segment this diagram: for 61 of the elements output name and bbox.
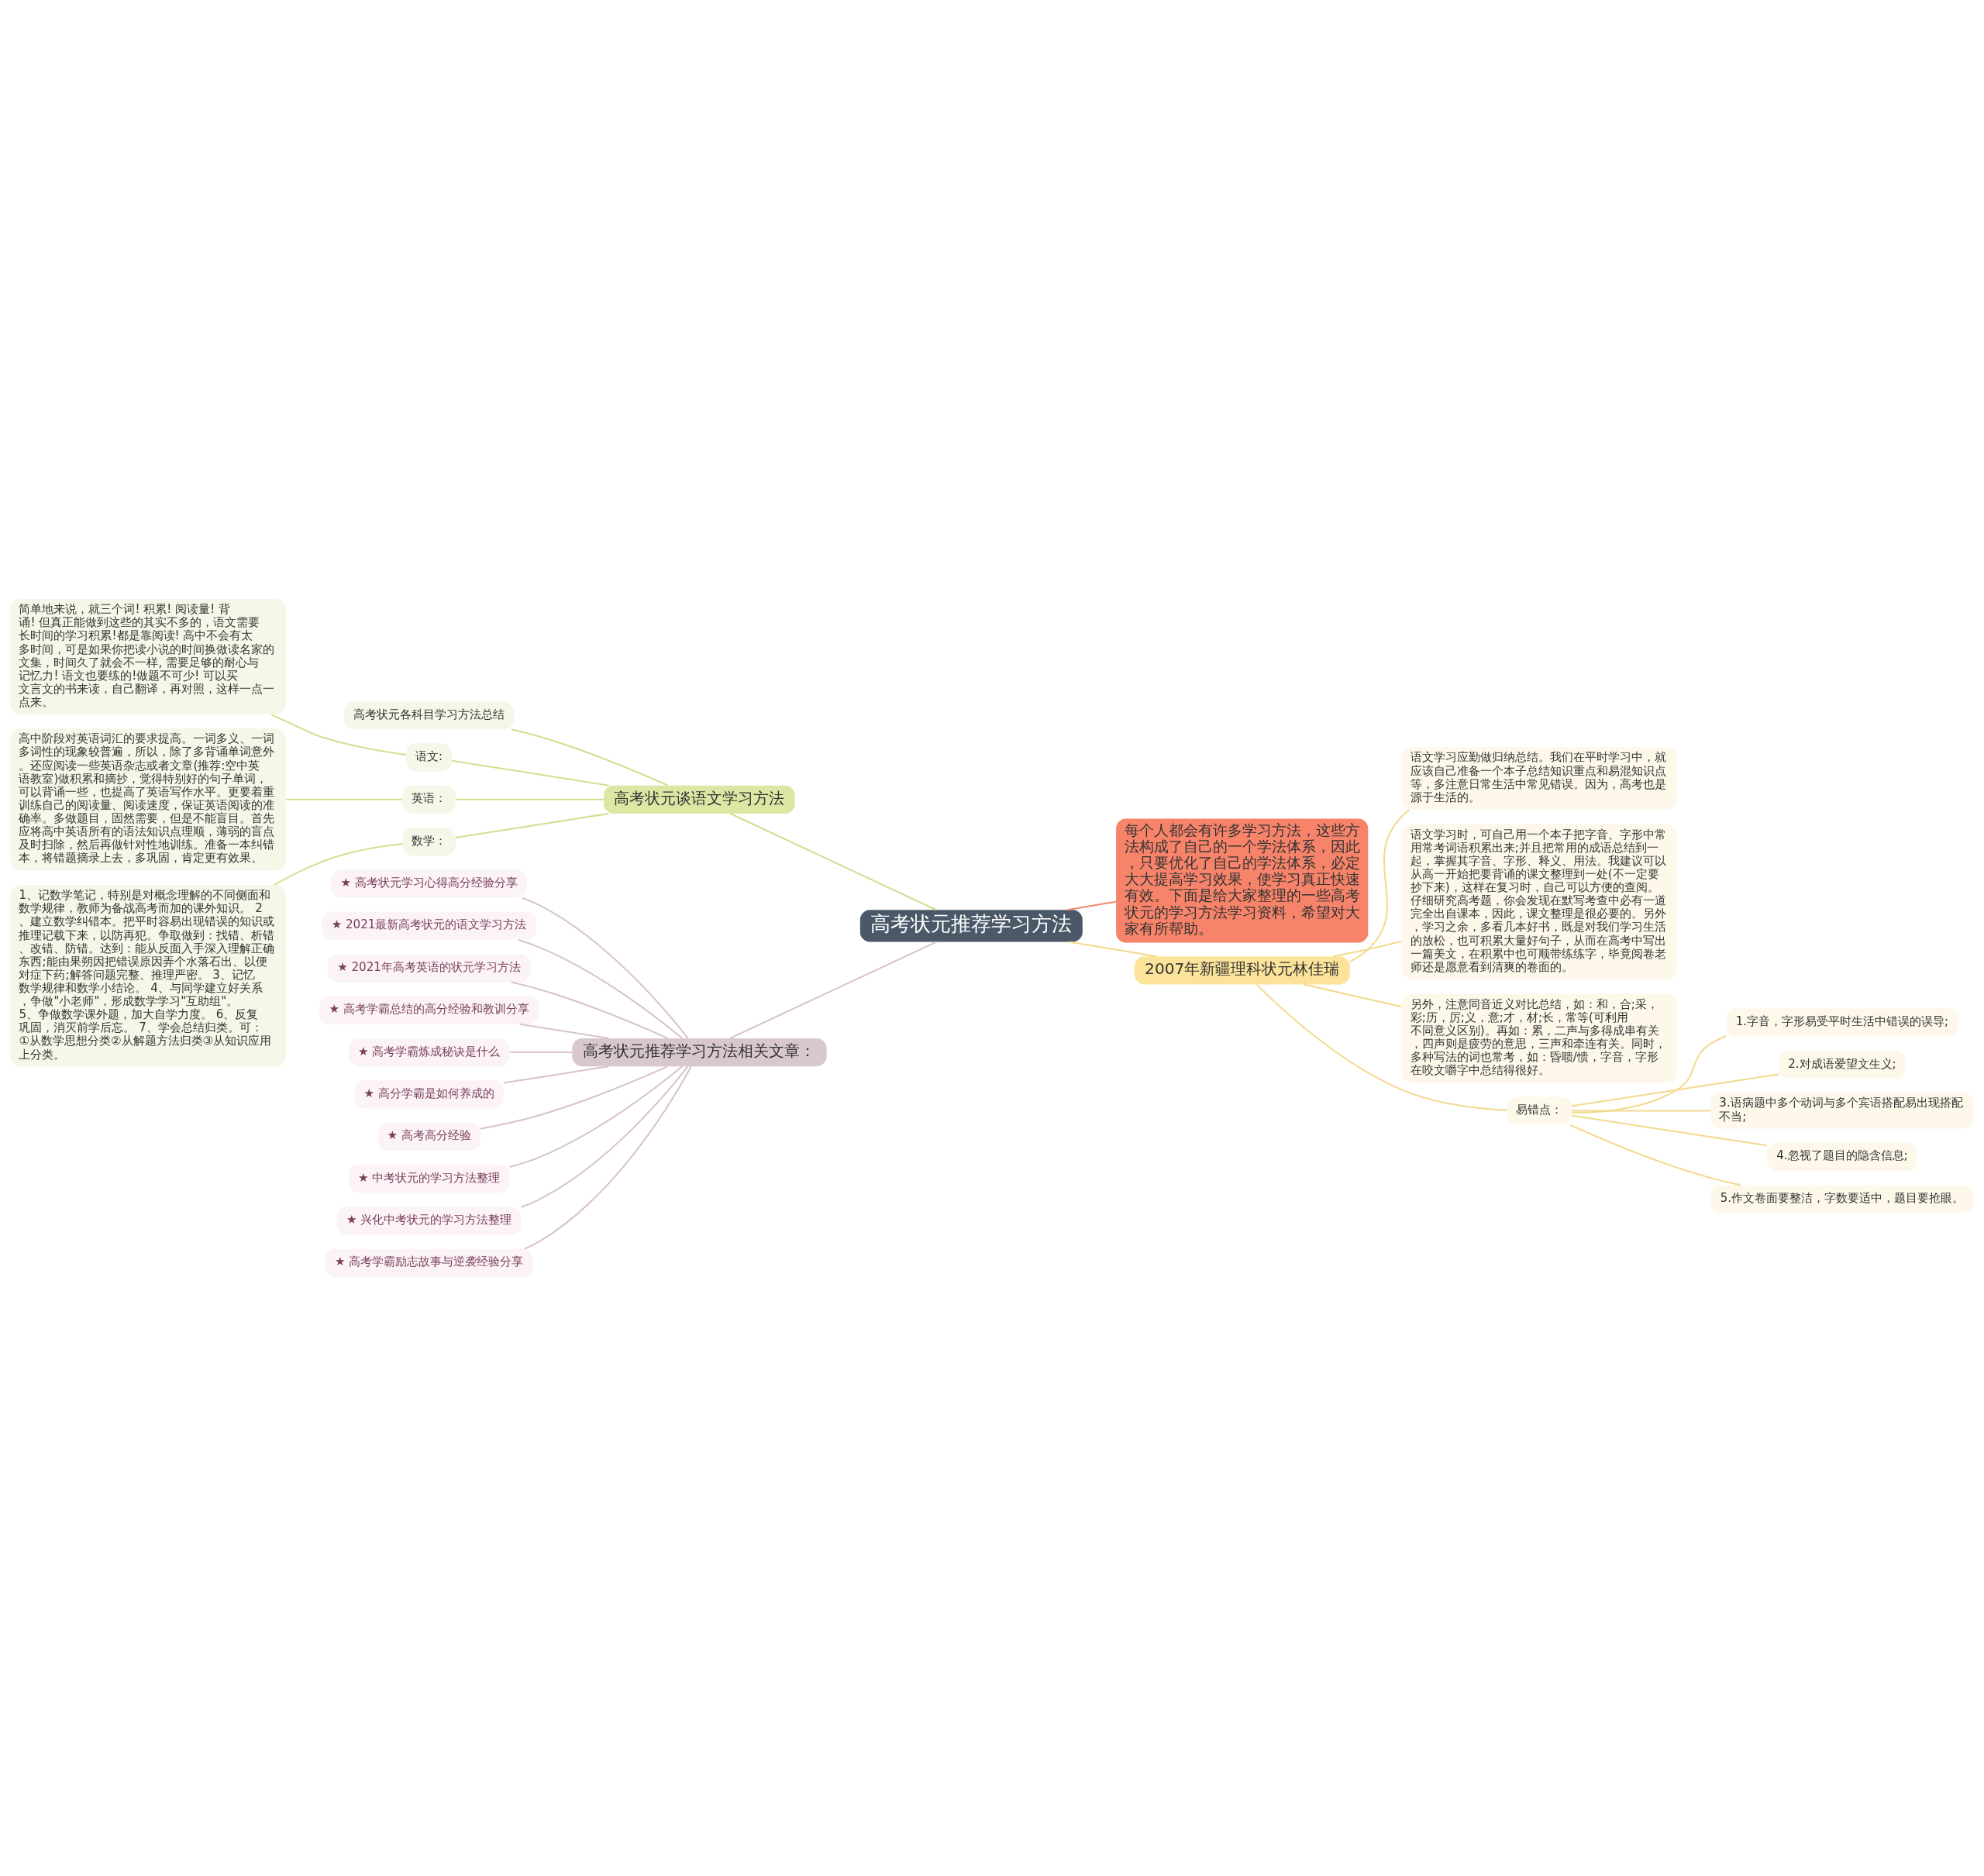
node-box: ★ 高考学霸总结的高分经验和教训分享 [319,996,539,1024]
connector [1572,1034,1727,1114]
connector [1067,900,1117,911]
connector [730,941,937,1039]
node-box: ★ 兴化中考状元的学习方法整理 [336,1206,522,1235]
connector [521,1065,689,1208]
connector [451,759,609,787]
connector [1304,983,1402,1008]
node-box: 语文学习时，可自己用一个本子把字音、字形中常用常考词语积累出来;并且把常用的成语总结到一起，掌握其字音、字形、释义、用法。我建议可以从高一开始把要背诵的课文整理到一处(不一定要抄下来)，这样在复习时，自己可以方便的查阅。仔细研究高考题，你会发现在默写考查中必有一道完全出自课本，因此，课文整理是很必要的。另外，学习之余，多看几本好书，既是对我们学习生活的放松，也可积累大量好句子，从而在高考中写出一篇美文，在积累中也可顺带练练字，毕竟阅卷老师还是愿意看到清爽的卷面的。 [1401,824,1677,979]
node-box: 语文: [406,743,452,772]
connector [519,1023,609,1039]
connector [1069,941,1157,958]
node-box: 高考状元推荐学习方法相关文章： [572,1038,827,1067]
node-box: 英语： [402,785,456,814]
connector [1569,1124,1741,1186]
node-box: ★ 中考状元的学习方法整理 [348,1165,510,1193]
connector [1572,1114,1768,1147]
connector [270,714,407,756]
connector [511,981,669,1039]
node-box: 5.作文卷面要整洁，字数要适中，题目要抢眼。 [1710,1185,1974,1213]
node-box: ★ 2021最新高考状元的语文学习方法 [322,911,536,940]
node-box: 高中阶段对英语词汇的要求提高。一词多义、一词多词性的现象较普遍，所以，除了多背诵单词意外。还应阅读一些英语杂志或者文章(推荐:空中英语教室)做积累和摘抄，觉得特别好的句子单词，可以背诵一些，也提高了英语写作水平。更要着重训练自己的阅读量、阅读速度，保证英语阅读的准确率。多做题目，固然需要，但是不能盲目。首先应将高中英语所有的语法知识点理顺，薄弱的盲点及时扫除，然后再做针对性地训练。准备一本纠错本，将错题摘录上去，多巩固，肯定更有效果。 [10,728,286,871]
connector [285,798,403,800]
node-box: 高考状元谈语文学习方法 [604,785,795,814]
node-box: 2007年新疆理科状元林佳瑞 [1134,956,1350,985]
node-box: ★ 高考学霸炼成秘诀是什么 [348,1038,510,1067]
connector [455,798,604,800]
node-box: ★ 高分学霸是如何养成的 [354,1080,504,1109]
node-box: 4.忽视了题目的隐含信息; [1767,1142,1917,1172]
node-box: 易错点： [1507,1096,1572,1125]
connector [730,813,937,911]
node-box: ★ 2021年高考英语的状元学习方法 [327,954,531,983]
node-box: 3.语病题中多个动词与多个宾语搭配易出现搭配不当; [1710,1093,1974,1129]
node-box: 2.对成语爱望文生义; [1779,1051,1906,1079]
node-box: 语文学习应勤做归纳总结。我们在平时学习中，就应该自己准备一个本子总结知识重点和易混知识点等，多注意日常生活中常见错误。因为，高考也是源于生活的。 [1401,747,1677,810]
node-box: 简单地来说，就三个词! 积累! 阅读量! 背诵! 但真正能做到这些的其实不多的，语文需要长时间的学习积累!都是靠阅读! 高中不会有太多时间，可是如果你把读小说的时间换做读名家的文集，时间久了就会不一样, 需要足够的耐心与记忆力! 语文也要练的!做题不可少! 可以买文言文的书来读，自己翻译，再对照，这样一点一点来。 [10,599,286,715]
connector [511,728,669,787]
node-box: 高考状元各科目学习方法总结 [343,700,515,730]
node-box: 数学： [402,828,456,856]
connector [518,939,683,1039]
connector [524,1065,692,1250]
connector [1349,809,1410,962]
node-box: 另外，注意同音近义对比总结，如：和，合;采，彩;历，厉;义，意;才，材;长，常等(可利用不同意义区别)。再如：累，二声与多得成串有关，四声则是疲劳的意思，三声和牵连有关。同时，多种写法的词也常考，如：昏聩/愦，字音，字形在咬文嚼字中总结得很好。 [1401,993,1677,1083]
node-box: ★ 高考高分经验 [377,1122,480,1151]
node-box: ★ 高考状元学习心得高分经验分享 [331,869,527,898]
connector [1572,1110,1710,1112]
node-box: 高考状元推荐学习方法 [859,910,1083,942]
connector [509,1052,573,1053]
connector [480,1065,669,1130]
connector [1256,983,1507,1111]
connector [522,897,689,1039]
connector [1572,1073,1779,1107]
node-box: 每个人都会有许多学习方法，这些方法构成了自己的一个学法体系，因此，只要优化了自己的学法体系，必定大大提高学习效果，使学习真正快速有效。下面是给大家整理的一些高考状元的学习方法学习资料，希望对大家有所帮助。 [1116,818,1369,943]
node-box: 1、记数学笔记，特别是对概念理解的不同侧面和数学规律，教师为备战高考而加的课外知识。 2、建立数学纠错本。把平时容易出现错误的知识或推理记载下来，以防再犯。争取做到：找错、析错、改错、防错。达到：能从反面入手深入理解正确东西;能由果朔因把错误原因弄个水落石出、以便对症下药;解答问题完整、推理严密。 3、记忆数学规律和数学小结论。 4、与同学建立好关系，争做"小老师"，形成数学学习"互助组"。 5、争做数学课外题，加大自学力度。 6、反复巩固，消灭前学后忘。 7、学会总结归类。可：①从数学思想分类②从解题方法归类③从知识应用上分类。 [10,885,286,1067]
node-box: ★ 高考学霸励志故事与逆袭经验分享 [325,1248,533,1277]
connector [455,812,609,838]
connector [1333,940,1402,958]
connector [509,1065,683,1168]
node-box: 1.字音，字形易受平时生活中错误的误导; [1726,1008,1958,1037]
connector [503,1065,609,1084]
connector [274,842,403,886]
